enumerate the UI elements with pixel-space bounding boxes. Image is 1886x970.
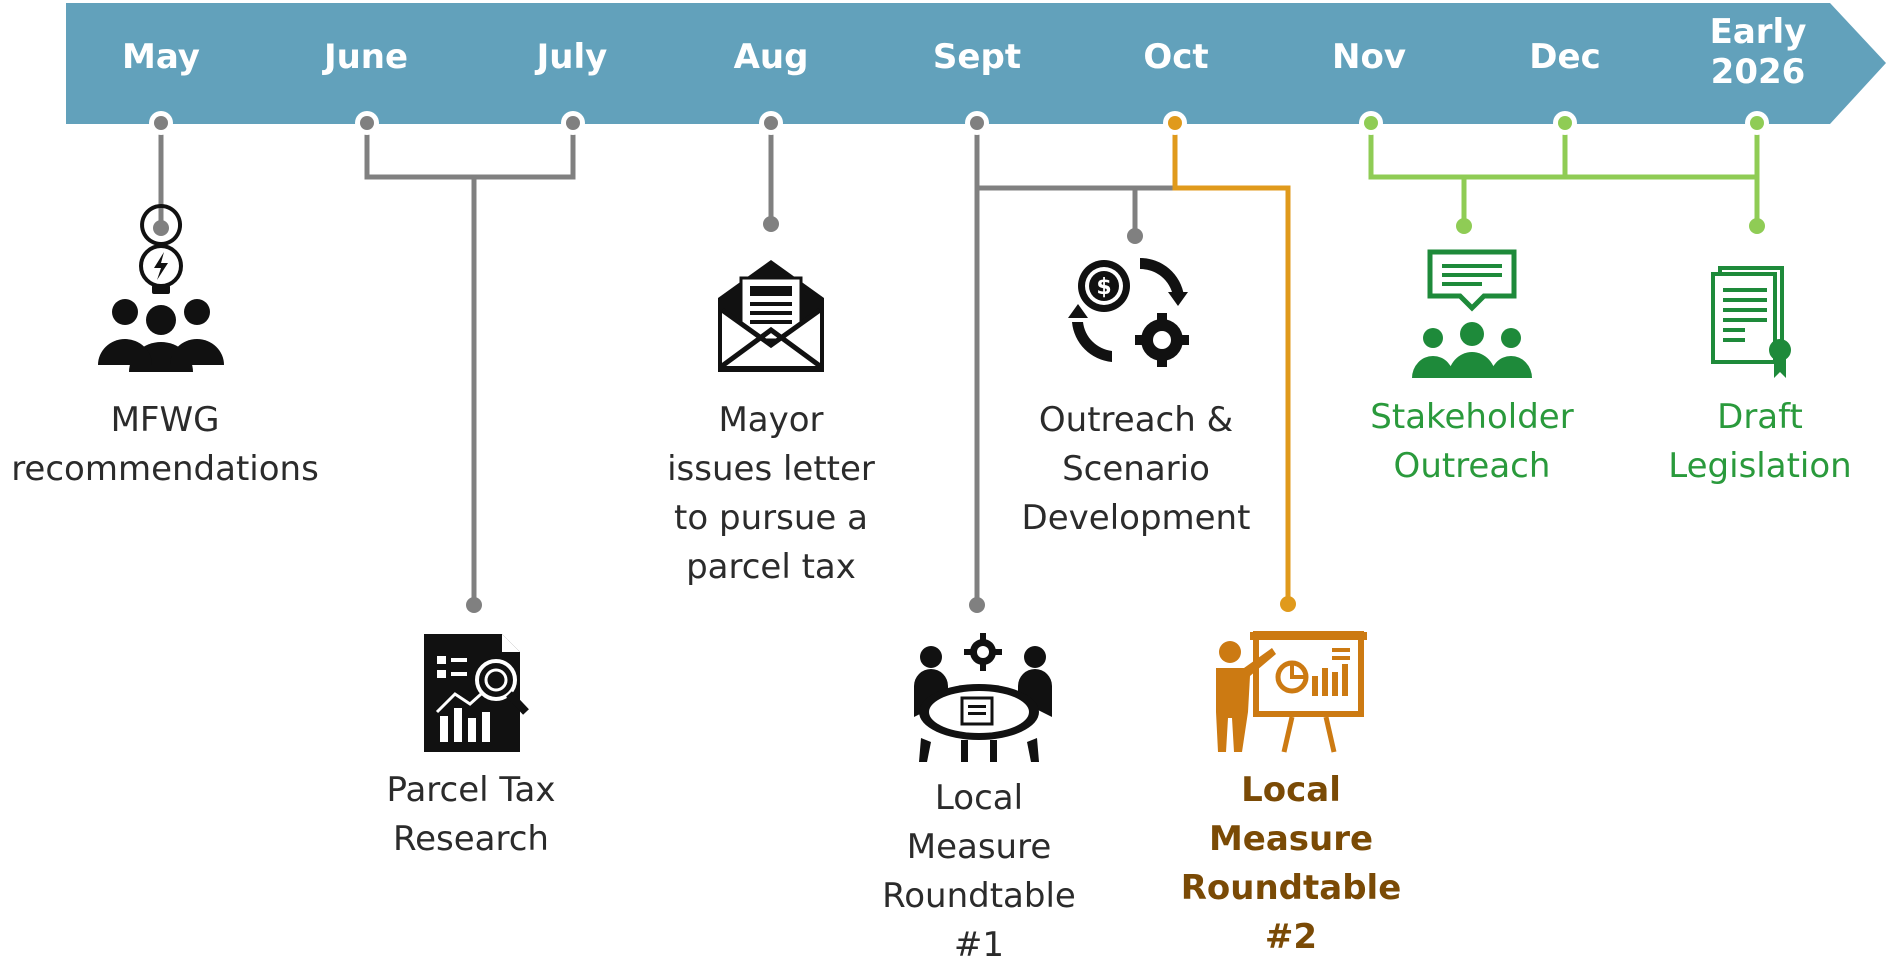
caption-line: Development [1021, 498, 1251, 538]
milestone-outreach-scenario: Outreach & Scenario Development [1022, 396, 1251, 543]
svg-text:$: $ [1096, 275, 1111, 300]
month-aug: Aug [733, 37, 809, 77]
caption-line: Roundtable [1180, 868, 1402, 908]
team-idea-icon [98, 204, 224, 372]
caption-line: #2 [1264, 917, 1318, 957]
connector-orange [1172, 123, 1291, 604]
milestone-mayor-letter: Mayor issues letter to pursue a parcel t… [667, 396, 875, 592]
caption-line: Legislation [1668, 446, 1852, 486]
caption-line: recommendations [11, 449, 319, 489]
timeline-banner [66, 3, 1886, 124]
milestone-mfwg-recommendations: MFWG recommendations [11, 396, 319, 494]
caption-line: Mayor [718, 400, 824, 440]
month-sept: Sept [932, 37, 1022, 77]
caption-line: parcel tax [686, 547, 856, 587]
month-may: May [122, 37, 200, 77]
milestone-stakeholder-outreach: Stakeholder Outreach [1370, 393, 1573, 491]
caption-line: Draft [1717, 397, 1803, 437]
month-anchor-dots [149, 111, 1769, 135]
caption-line: Local [1241, 770, 1341, 810]
report-analysis-icon [424, 634, 529, 752]
connectors-green [1368, 123, 1760, 226]
caption-line: Roundtable [882, 876, 1076, 916]
month-nov: Nov [1332, 37, 1406, 77]
certificate-document-icon [1711, 266, 1791, 378]
caption-line: Parcel Tax [386, 770, 556, 810]
caption-line: #1 [953, 925, 1005, 965]
caption-line: Stakeholder [1370, 397, 1574, 437]
connectors-gray [158, 123, 1175, 605]
money-gear-cycle-icon: $ [1068, 257, 1189, 367]
month-july: July [536, 37, 608, 77]
envelope-letter-icon [718, 260, 824, 372]
month-early-2026: Early 2026 [1709, 12, 1807, 92]
milestone-roundtable-1: Local Measure Roundtable #1 [882, 774, 1076, 970]
month-june: June [323, 37, 409, 77]
endpoint-dots [153, 216, 1765, 613]
audience-speech-icon [1412, 249, 1532, 378]
milestone-draft-legislation: Draft Legislation [1668, 393, 1851, 491]
month-oct: Oct [1143, 37, 1209, 77]
caption-line: Outreach & [1038, 400, 1234, 440]
caption-line: issues letter [667, 449, 875, 489]
month-dec: Dec [1529, 37, 1601, 77]
milestone-parcel-tax-research: Parcel Tax Research [386, 766, 555, 864]
caption-line: Outreach [1393, 446, 1551, 486]
presentation-board-icon [1216, 631, 1367, 753]
caption-line: MFWG [110, 400, 220, 440]
caption-line: Local [934, 778, 1024, 818]
milestone-roundtable-2: Local Measure Roundtable #2 [1181, 766, 1402, 962]
caption-line: Research [393, 819, 549, 859]
caption-line: to pursue a [674, 498, 868, 538]
caption-line: Scenario [1062, 449, 1210, 489]
caption-line: Measure [1208, 819, 1374, 859]
roundtable-meeting-icon [914, 633, 1052, 762]
caption-line: Measure [906, 827, 1052, 867]
